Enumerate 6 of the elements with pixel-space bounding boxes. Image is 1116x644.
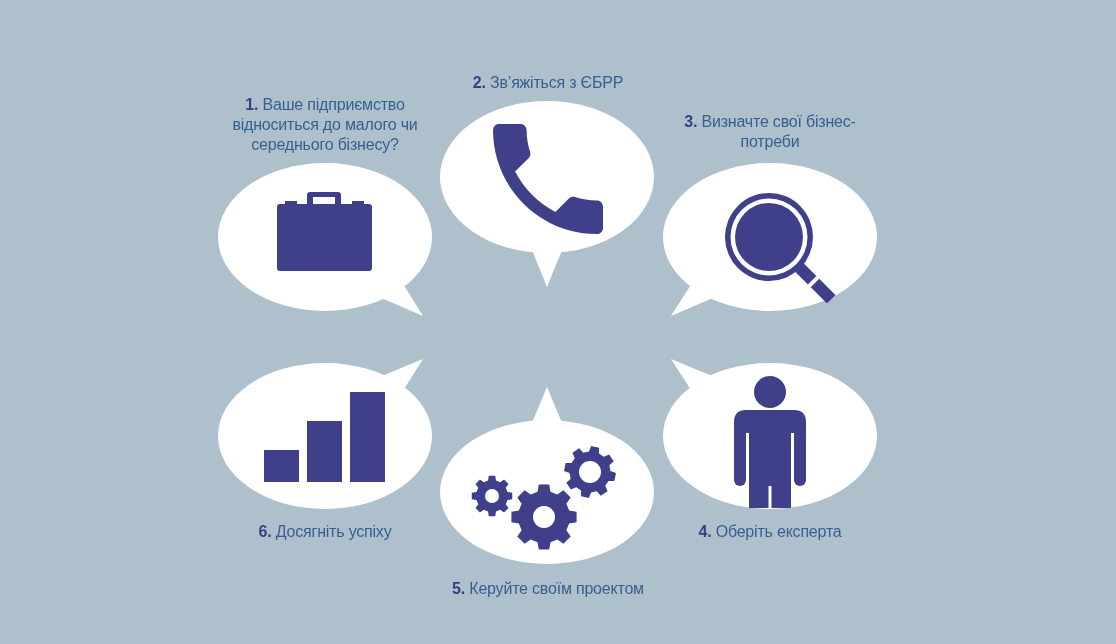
step-label: 5. Керуйте своїм проектом — [451, 579, 645, 599]
step-label: 1. Ваше підприємство відноситься до малого чи середнього бізнесу? — [231, 95, 419, 155]
step-label: 4. Оберіть експерта — [697, 522, 843, 542]
step-label: 2. Зв’яжіться з ЄБРР — [471, 73, 625, 93]
step-label: 6. Досягніть успіху — [257, 522, 393, 542]
step-label: 3. Визначте свої бізнес-потреби — [683, 112, 857, 152]
